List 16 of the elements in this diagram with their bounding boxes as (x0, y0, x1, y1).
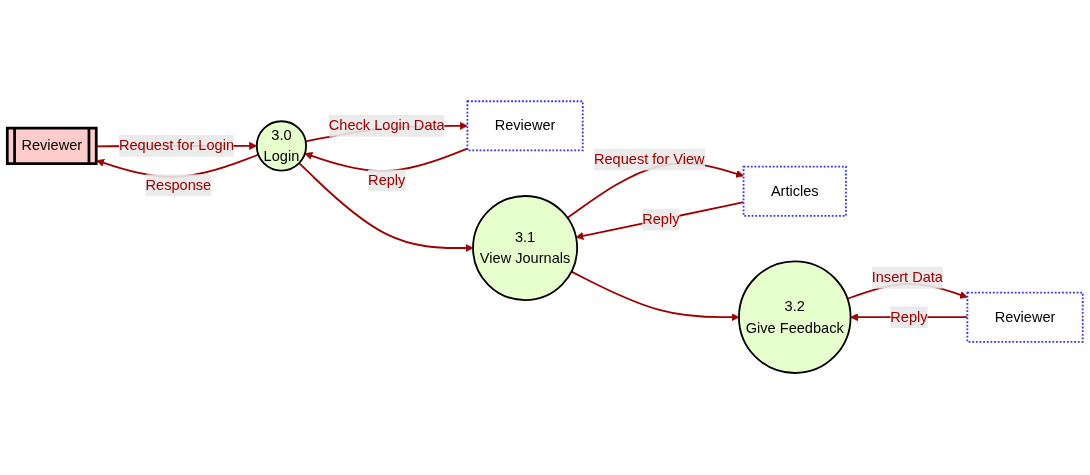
node-circle: 3.1 View Journals (472, 195, 579, 302)
edge-label: Reply (368, 172, 406, 189)
edge-label: Request for View (593, 151, 705, 168)
arrow (298, 162, 474, 253)
node-circle: 3.2 Give Feedback (738, 260, 852, 375)
edge-label: Insert Data (871, 269, 943, 286)
edge-label: Check Login Data (328, 118, 445, 134)
arrow (570, 271, 740, 322)
node-circle: 3.0 Login (255, 120, 307, 172)
node-box: Articles (742, 166, 847, 218)
edge-label: Request for Login (119, 138, 234, 154)
node-box: Reviewer (466, 100, 584, 152)
edge-label: Response (145, 177, 212, 193)
edge-label: Reply (642, 211, 680, 228)
node-box: Reviewer (966, 292, 1084, 344)
edge-label: Reply (890, 309, 928, 325)
